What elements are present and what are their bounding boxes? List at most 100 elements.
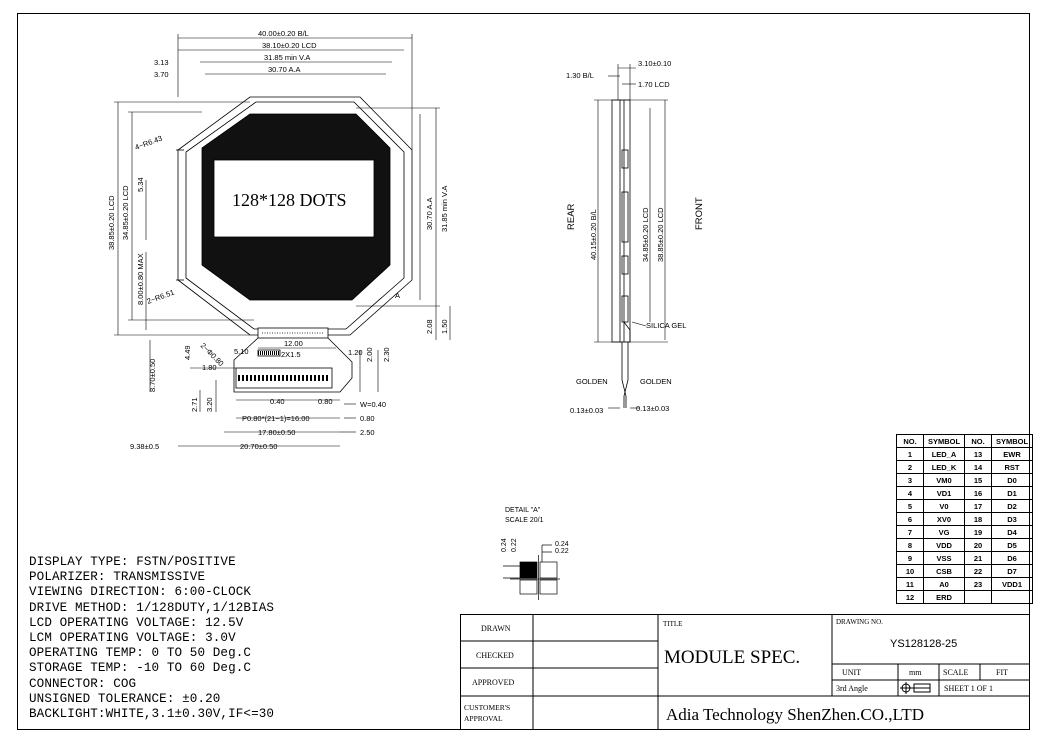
dim-150: 1.50: [440, 319, 449, 334]
tb-unit-val: mm: [909, 668, 922, 677]
dim-120: 1.20: [348, 348, 363, 357]
spec-line: LCM OPERATING VOLTAGE: 3.0V: [29, 631, 236, 646]
dim-lcd-height: 38.85±0.20 LCD: [107, 195, 116, 250]
side-dim-310: 3.10±0.10: [638, 59, 671, 68]
side-t013a: 0.13±0.03: [570, 406, 603, 415]
pin-symbol: [991, 590, 1033, 604]
side-dimension-lines: [594, 64, 668, 409]
tb-angle: 3rd Angle: [836, 684, 868, 693]
dim-pitch: P0.80*(21−1)=16.00: [242, 414, 310, 423]
side-golden1: GOLDEN: [576, 377, 608, 386]
dim-370: 3.70: [154, 70, 169, 79]
dim-bl-width: 40.00±0.20 B/L: [258, 29, 309, 38]
side-h3485: 34.85±0.20 LCD: [641, 207, 650, 262]
tb-drawing-no-label: DRAWING NO.: [836, 618, 883, 626]
dim-040: 0.40: [270, 397, 285, 406]
tb-unit: UNIT: [842, 668, 861, 677]
dim-lcd-width: 38.10±0.20 LCD: [262, 41, 317, 50]
marker-a: A: [395, 291, 400, 300]
dim-080: 0.80: [318, 397, 333, 406]
dim-250: 2.50: [360, 428, 375, 437]
tb-approval: APPROVAL: [464, 714, 503, 723]
tb-company: Adia Technology ShenZhen.CO.,LTD: [666, 705, 924, 724]
front-view: [176, 96, 413, 393]
side-h4015: 40.15±0.20 B/L: [589, 209, 598, 260]
dim-21x15: 2X1.5: [281, 350, 301, 359]
dim-va-height: 31.85 min V.A: [440, 186, 449, 232]
side-t013b: 0.13±0.03: [636, 404, 669, 413]
dim-870: 8.70±0.50: [148, 359, 157, 392]
dim-200: 2.00: [365, 347, 374, 362]
center-label: 128*128 DOTS: [232, 190, 347, 210]
dim-230: 2.30: [382, 347, 391, 362]
backlight-outline: [177, 96, 413, 336]
spec-line: CONNECTOR: COG: [29, 676, 137, 691]
detail-024b: 0.24: [555, 541, 569, 548]
side-rear: REAR: [566, 203, 577, 230]
dim-534: 5.34: [136, 177, 145, 192]
dim-1200: 12.00: [284, 339, 303, 348]
tb-sheet: SHEET 1 OF 1: [944, 684, 993, 693]
tb-scale: SCALE: [943, 668, 968, 677]
dim-080b: 0.80: [360, 414, 375, 423]
detail-a-graphic: [503, 544, 560, 600]
spec-line: OPERATING TEMP: 0 TO 50 Deg.C: [29, 646, 252, 661]
spec-line: BACKLIGHT:WHITE,3.1±0.30V,IF<=30: [29, 707, 275, 722]
tb-drawing-no: YS128128-25: [890, 638, 957, 650]
dim-va-width: 31.85 min V.A: [264, 53, 310, 62]
tb-title-label: TITLE: [663, 620, 682, 628]
dim-510: 5.10: [234, 347, 249, 356]
dim-313: 3.13: [154, 58, 169, 67]
dim-320: 3.20: [205, 397, 214, 412]
dim-w040: W=0.40: [360, 400, 386, 409]
spec-line: STORAGE TEMP: -10 TO 60 Deg.C: [29, 661, 252, 676]
spec-line: LCD OPERATING VOLTAGE: 12.5V: [29, 615, 244, 630]
tb-scale-val: FIT: [996, 668, 1008, 677]
dim-aa-height: 30.70 A.A: [425, 197, 434, 230]
spec-line: POLARIZER: TRANSMISSIVE: [29, 570, 206, 585]
detail-022b: 0.22: [555, 548, 569, 555]
side-front: FRONT: [694, 197, 705, 230]
spec-line: DISPLAY TYPE: FSTN/POSITIVE: [29, 555, 236, 569]
dim-lcd-height2: 34.85±0.20 LCD: [121, 185, 130, 240]
front-dimension-lines: [114, 34, 451, 447]
dim-449: 4.49: [183, 345, 192, 360]
side-dim-130: 1.30 B/L: [566, 71, 594, 80]
tb-drawn: DRAWN: [481, 624, 511, 633]
dim-180: 1.80: [202, 363, 217, 372]
detail-scale: SCALE 20/1: [505, 517, 544, 524]
tb-customers: CUSTOMER'S: [464, 703, 510, 712]
detail-022a: 0.22: [511, 538, 518, 552]
detail-024a: 0.24: [501, 538, 508, 552]
side-golden2: GOLDEN: [640, 377, 672, 386]
tb-title: MODULE SPEC.: [664, 647, 800, 668]
dim-aa-width: 30.70 A.A: [268, 65, 301, 74]
side-silica: SILICA GEL: [646, 321, 686, 330]
dim-938: 9.38±0.5: [130, 442, 159, 451]
dim-2070: 20.70±0.50: [240, 442, 277, 451]
center-label-box: [213, 159, 375, 238]
dim-max800: 8.00±0.80 MAX: [136, 253, 145, 305]
dim-1780: 17.80±0.50: [258, 428, 295, 437]
spec-line: VIEWING DIRECTION: 6:00-CLOCK: [29, 585, 252, 600]
side-h3885: 38.85±0.20 LCD: [656, 207, 665, 262]
spec-line: DRIVE METHOD: 1/128DUTY,1/12BIAS: [29, 600, 275, 615]
lcd-outline: [185, 101, 405, 330]
dim-208: 2.08: [425, 319, 434, 334]
dim-271: 2.71: [190, 397, 199, 412]
side-dim-170: 1.70 LCD: [638, 80, 670, 89]
pin-symbol: D2: [991, 499, 1033, 513]
tb-checked: CHECKED: [476, 651, 514, 660]
spec-line: UNSIGNED TOLERANCE: ±0.20: [29, 691, 221, 706]
